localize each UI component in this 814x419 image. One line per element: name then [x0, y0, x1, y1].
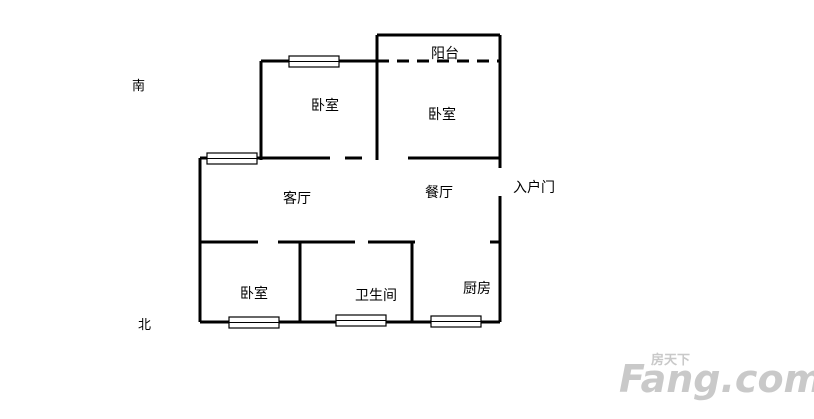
room-label-bedroom-top-right: 卧室: [428, 106, 456, 123]
room-label-bathroom: 卫生间: [355, 288, 397, 304]
room-label-bedroom-top-left: 卧室: [311, 97, 339, 114]
room-label-living-room: 客厅: [283, 190, 311, 207]
room-label-dining-room: 餐厅: [425, 185, 453, 201]
window-left: [206, 152, 258, 165]
watermark-logo: 房天下 Fang.com: [619, 352, 814, 401]
compass-north: 北: [138, 318, 151, 333]
window-top: [288, 55, 340, 68]
watermark-brand-en: Fang.com: [619, 357, 814, 401]
room-label-kitchen: 厨房: [463, 281, 491, 297]
room-label-bedroom-bottom: 卧室: [240, 285, 268, 302]
compass-south: 南: [132, 78, 145, 94]
room-label-balcony: 阳台: [431, 46, 459, 62]
room-label-entrance: 入户门: [513, 179, 555, 196]
watermark-brand-cn: 房天下: [651, 352, 690, 368]
window-bottom-bedroom: [228, 316, 280, 329]
window-bottom-kitchen: [430, 315, 482, 328]
windows: [206, 55, 482, 329]
window-bottom-bathroom: [335, 314, 387, 327]
walls: [198, 33, 502, 324]
